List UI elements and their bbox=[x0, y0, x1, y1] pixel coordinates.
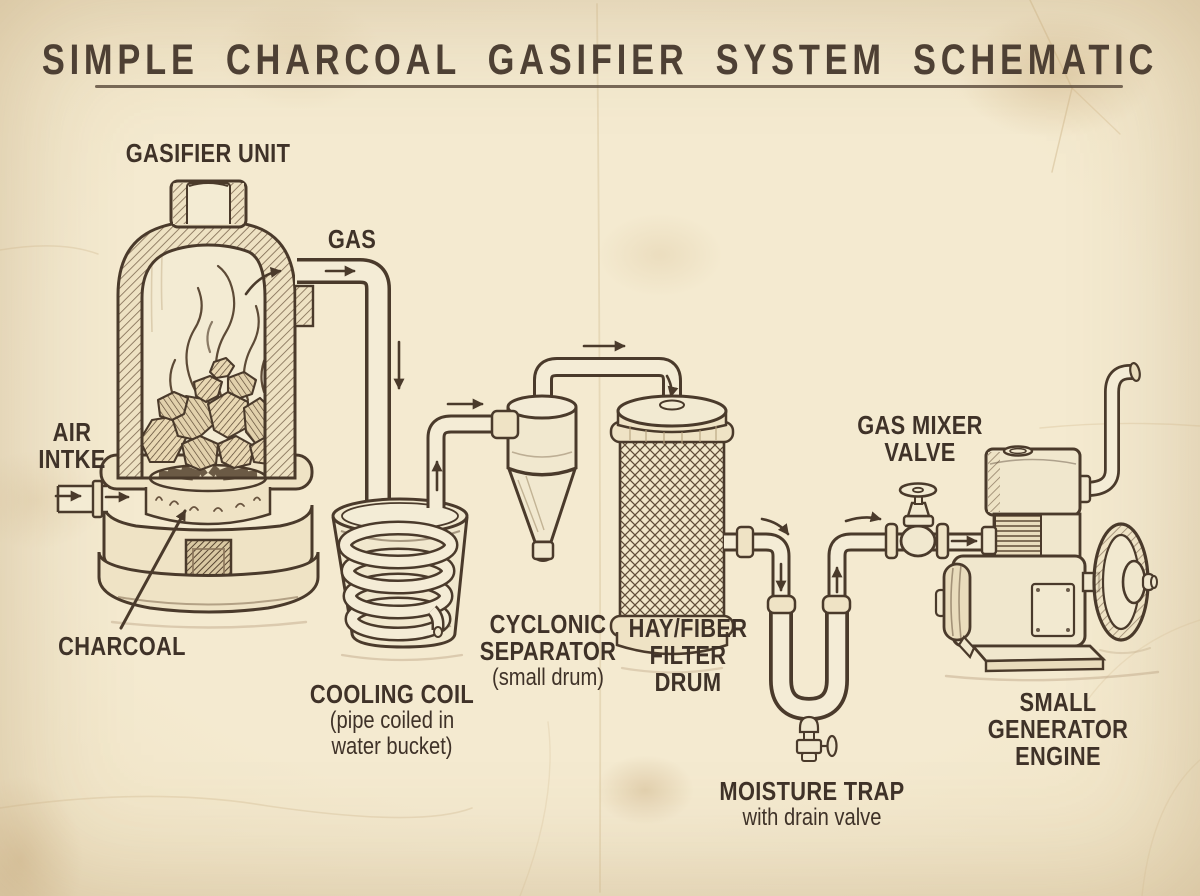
handwheel-icon bbox=[898, 482, 938, 498]
label-line: INTKE bbox=[38, 444, 106, 474]
label-line: CYCLONIC bbox=[489, 609, 607, 639]
charcoal-chunks bbox=[138, 356, 274, 472]
label-line: SMALL bbox=[1019, 687, 1097, 717]
air-intake-pipe bbox=[56, 479, 108, 519]
label-gas-mixer-valve: GAS MIXER VALVE bbox=[857, 412, 983, 466]
label-line: CHARCOAL bbox=[58, 631, 186, 661]
filler-cap-icon bbox=[1002, 445, 1034, 457]
label-line: GAS bbox=[327, 224, 377, 254]
label-line: AIR bbox=[52, 417, 92, 447]
cooling-coil-bucket-drawing bbox=[331, 414, 494, 649]
label-generator-engine: SMALL GENERATOR ENGINE bbox=[988, 689, 1129, 770]
ember-doodles bbox=[155, 496, 261, 512]
gas-mixer-valve-drawing bbox=[884, 482, 950, 560]
label-line: GAS MIXER bbox=[857, 410, 983, 440]
label-line: (pipe coiled in bbox=[329, 707, 455, 734]
label-line: GASIFIER UNIT bbox=[125, 138, 291, 168]
label-line: MOISTURE TRAP bbox=[719, 776, 905, 806]
label-gasifier-unit: GASIFIER UNIT bbox=[126, 140, 291, 167]
label-line: HAY/FIBER bbox=[628, 613, 748, 643]
label-line: water bucket) bbox=[331, 733, 453, 760]
filter-drum-drawing bbox=[609, 394, 791, 656]
flow-arrow-icons bbox=[54, 265, 978, 594]
label-line: ENGINE bbox=[1015, 741, 1101, 771]
label-line: GENERATOR bbox=[987, 714, 1129, 744]
gas-outlet-pipe bbox=[297, 258, 391, 536]
pencil-shadow-lines bbox=[110, 620, 1160, 682]
page-title: SIMPLE CHARCOAL GASIFIER SYSTEM SCHEMATI… bbox=[41, 36, 1159, 84]
title-underline bbox=[95, 85, 1123, 88]
label-line: SEPARATOR bbox=[479, 636, 617, 666]
label-air-intake: AIR INTKE bbox=[38, 419, 105, 473]
label-moisture-trap: MOISTURE TRAP with drain valve bbox=[719, 778, 904, 831]
cyclone-separator-drawing bbox=[490, 357, 682, 562]
label-gas: GAS bbox=[328, 226, 376, 253]
charcoal-pointer-arrow bbox=[119, 509, 187, 630]
label-line: with drain valve bbox=[742, 804, 882, 831]
drain-valve-icon bbox=[795, 715, 838, 762]
label-line: FILTER bbox=[649, 640, 727, 670]
label-line: DRUM bbox=[654, 667, 722, 697]
label-line: COOLING COIL bbox=[309, 679, 475, 709]
coil-loops bbox=[337, 520, 459, 642]
label-charcoal: CHARCOAL bbox=[58, 633, 186, 660]
label-cooling-coil: COOLING COIL (pipe coiled in water bucke… bbox=[310, 681, 474, 760]
label-filter-drum: HAY/FIBER FILTER DRUM bbox=[629, 615, 748, 696]
label-line: (small drum) bbox=[491, 664, 604, 691]
gasifier-vessel-drawing bbox=[56, 179, 320, 614]
moisture-trap-drawing bbox=[766, 532, 988, 762]
label-line: VALVE bbox=[884, 437, 956, 467]
label-cyclonic-separator: CYCLONIC SEPARATOR (small drum) bbox=[480, 611, 617, 691]
generator-engine-drawing bbox=[934, 362, 1158, 673]
